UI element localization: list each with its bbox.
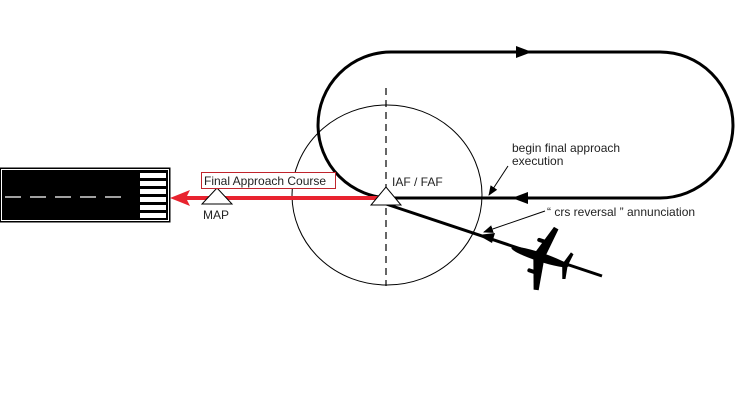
map-triangle-icon (200, 187, 234, 205)
crs-reversal-label: “ crs reversal ” annunciation (547, 205, 695, 219)
outbound-arrow-icon (478, 233, 495, 243)
holding-racetrack (316, 50, 735, 200)
track-arrow-left-icon (512, 192, 528, 204)
begin-final-pointer (488, 165, 509, 196)
fix-radius-circle (291, 104, 483, 286)
final-approach-course-box (201, 172, 336, 189)
begin-final-label-line1: begin final approach (512, 141, 620, 155)
course-arrow-icon (170, 190, 190, 206)
map-label: MAP (203, 208, 229, 222)
iaf-faf-triangle-icon (369, 186, 403, 206)
final-approach-course-label: Final Approach Course (204, 174, 326, 188)
crs-reversal-pointer (483, 210, 546, 233)
runway (0, 167, 171, 223)
begin-final-label-line2: execution (512, 154, 563, 168)
track-arrow-right-icon (516, 46, 532, 58)
threshold-markings (140, 173, 166, 218)
airplane-icon (511, 226, 574, 291)
iaf-faf-label: IAF / FAF (392, 175, 443, 189)
